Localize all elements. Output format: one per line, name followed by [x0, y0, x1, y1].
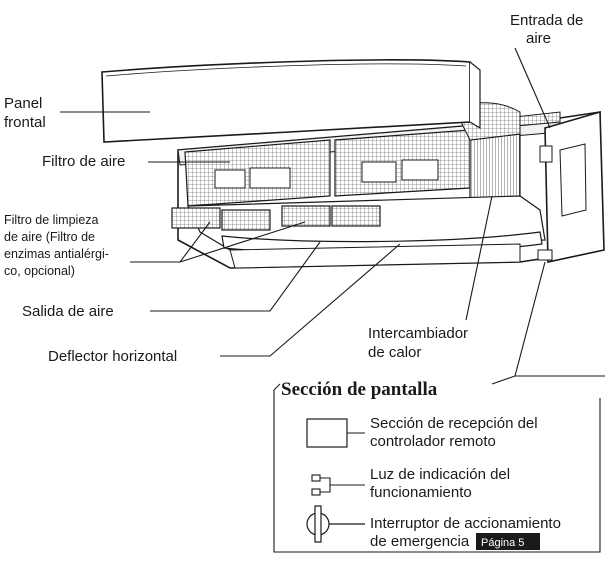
horizontal-deflector-label: Deflector horizontal: [48, 348, 177, 365]
air-inlet-label-2: aire: [526, 30, 551, 47]
emergency-switch-label-2: de emergencia: [370, 533, 470, 550]
page-reference-badge[interactable]: Página 5: [476, 533, 540, 550]
cleaning-filter-label-3: enzimas antialérgi-: [4, 247, 109, 261]
indicator-lights-label-2: funcionamiento: [370, 484, 472, 501]
component-labels: Entrada de aire Panel frontal Filtro de …: [4, 12, 583, 365]
remote-receiver-label-1: Sección de recepción del: [370, 415, 538, 432]
cleaning-filter-label-4: co, opcional): [4, 264, 75, 278]
heat-exchanger-label-2: de calor: [368, 344, 421, 361]
heat-exchanger-label-1: Intercambiador: [368, 325, 468, 342]
air-inlet-label-1: Entrada de: [510, 12, 583, 29]
indicator-lights-label-1: Luz de indicación del: [370, 466, 510, 483]
display-section-title: Sección de pantalla: [281, 379, 438, 400]
indoor-unit-illustration: [101, 59, 605, 269]
leader-lines: [60, 47, 605, 377]
air-filter-label: Filtro de aire: [42, 153, 125, 170]
remote-receiver-window-icon: [306, 418, 365, 448]
front-panel-label-1: Panel: [4, 95, 42, 112]
cleaning-filter-label-1: Filtro de limpieza: [4, 213, 99, 227]
remote-receiver-label-2: controlador remoto: [370, 433, 496, 450]
display-section-callout: Sección de pantalla Sección de recepción…: [273, 375, 601, 553]
cleaning-filter-label-2: de aire (Filtro de: [4, 230, 95, 244]
emergency-switch-label-1: Interruptor de accionamiento: [370, 515, 561, 532]
emergency-switch-icon: [306, 505, 365, 543]
indicator-lights-icon: [311, 474, 365, 496]
front-panel-label-2: frontal: [4, 114, 46, 131]
page-reference-text: Página 5: [481, 537, 524, 549]
air-outlet-label: Salida de aire: [22, 303, 114, 320]
